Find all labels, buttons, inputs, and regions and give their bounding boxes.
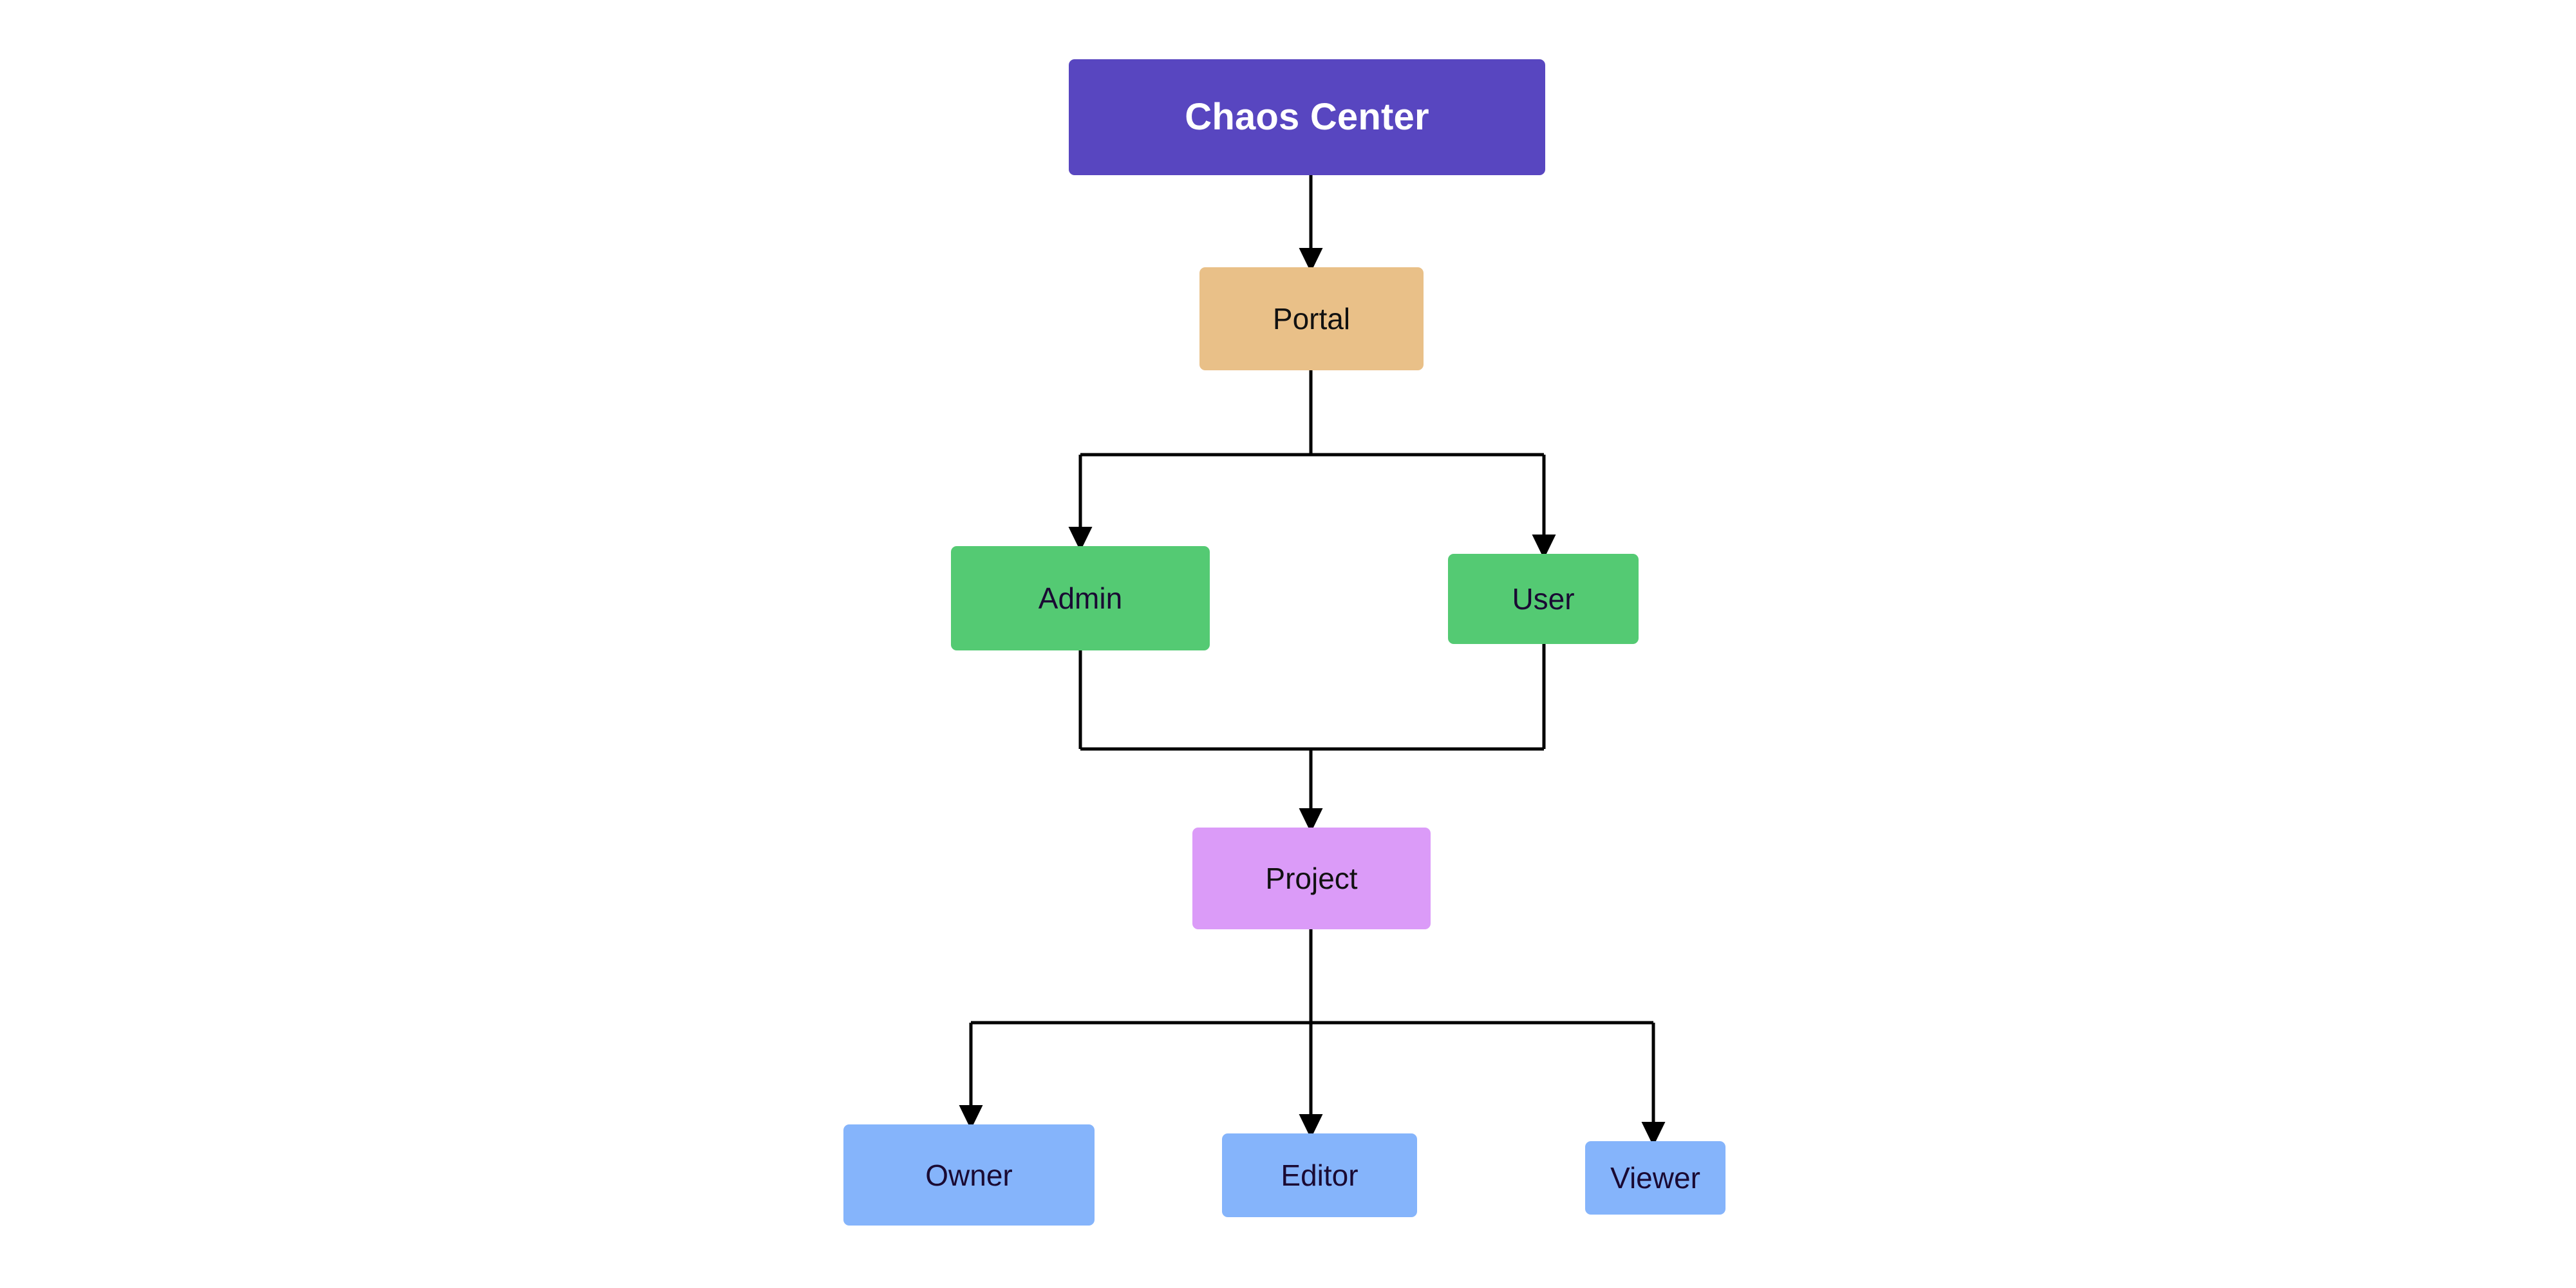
node-portal[interactable]: Portal xyxy=(1199,267,1424,370)
node-label-project: Project xyxy=(1265,862,1358,895)
node-owner[interactable]: Owner xyxy=(843,1124,1095,1226)
edge-portal-admin-user xyxy=(1068,370,1556,560)
node-label-viewer: Viewer xyxy=(1610,1161,1700,1195)
node-label-chaos-center: Chaos Center xyxy=(1185,96,1429,138)
node-label-user: User xyxy=(1512,582,1575,616)
node-user[interactable]: User xyxy=(1448,554,1639,644)
node-viewer[interactable]: Viewer xyxy=(1585,1141,1725,1215)
node-label-admin: Admin xyxy=(1038,582,1123,615)
node-project[interactable]: Project xyxy=(1192,828,1431,929)
node-label-portal: Portal xyxy=(1272,302,1351,336)
node-editor[interactable]: Editor xyxy=(1222,1133,1417,1217)
edge-project-permissions xyxy=(959,929,1666,1147)
node-admin[interactable]: Admin xyxy=(951,546,1210,650)
node-chaos-center[interactable]: Chaos Center xyxy=(1069,59,1545,175)
node-label-editor: Editor xyxy=(1281,1159,1359,1192)
edge-roles-project xyxy=(1078,644,1546,833)
node-label-owner: Owner xyxy=(925,1158,1013,1192)
